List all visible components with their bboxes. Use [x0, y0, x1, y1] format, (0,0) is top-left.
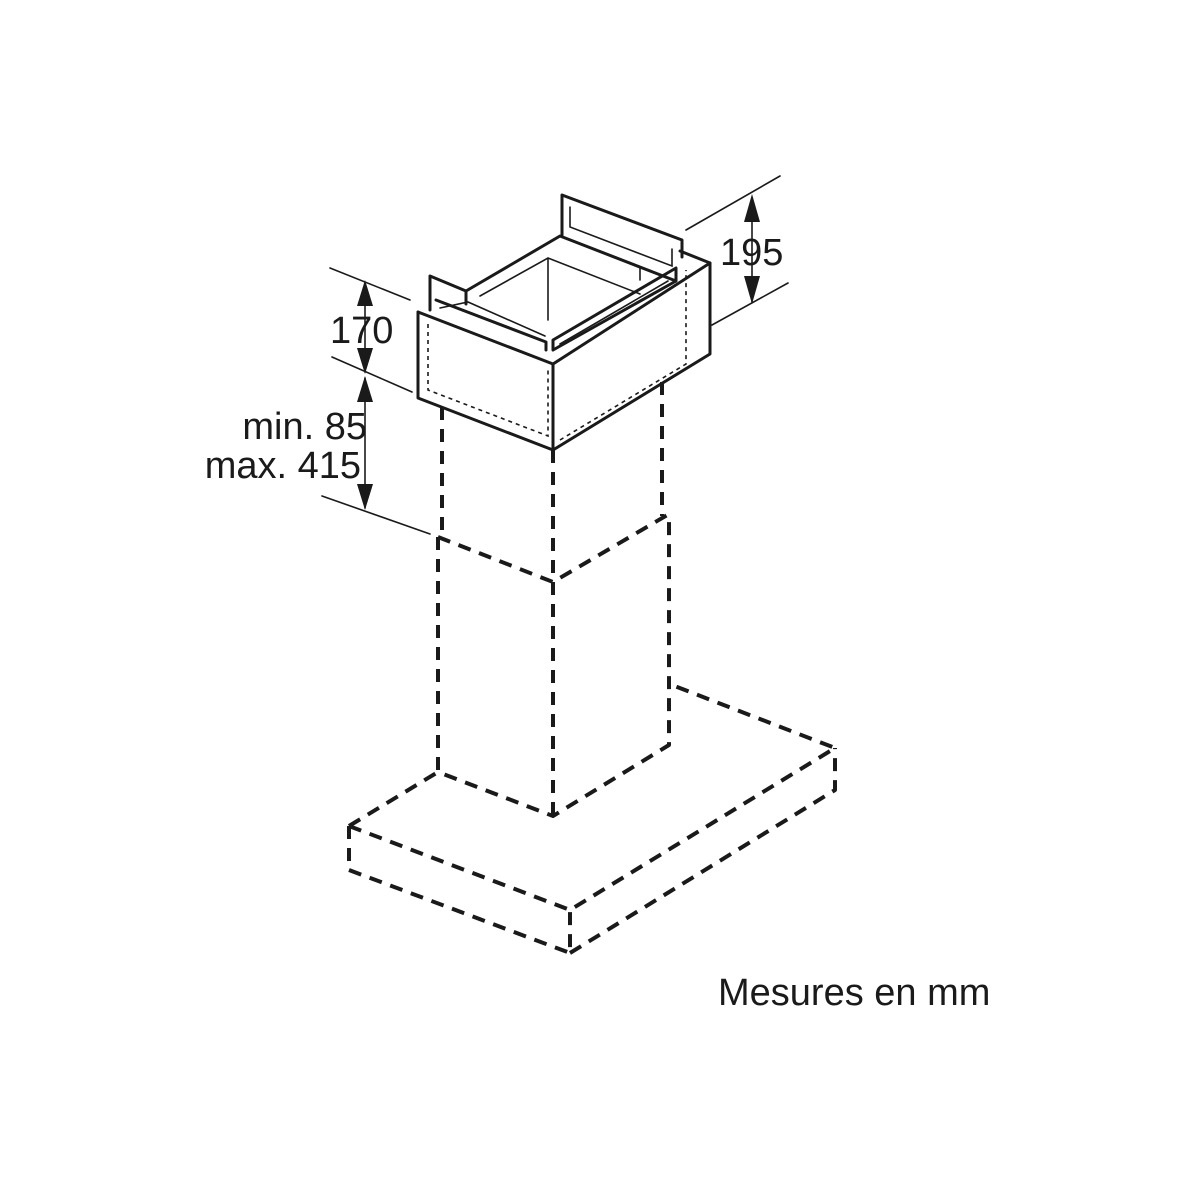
dimension-170: 170: [329, 267, 413, 393]
dimension-label-170: 170: [330, 310, 393, 352]
dimension-label-max: max. 415: [205, 445, 361, 487]
upper-chimney-outline: [440, 382, 664, 582]
hood-canopy-outline: [347, 683, 837, 955]
dimension-label-195: 195: [720, 232, 783, 274]
extension-box: [416, 193, 712, 452]
dimension-overlap: min. 85 max. 415: [205, 376, 431, 535]
lower-chimney-outline: [436, 512, 671, 818]
dimension-195: 195: [685, 175, 789, 326]
caption-units: Mesures en mm: [718, 972, 990, 1014]
dimension-label-min: min. 85: [242, 406, 367, 448]
